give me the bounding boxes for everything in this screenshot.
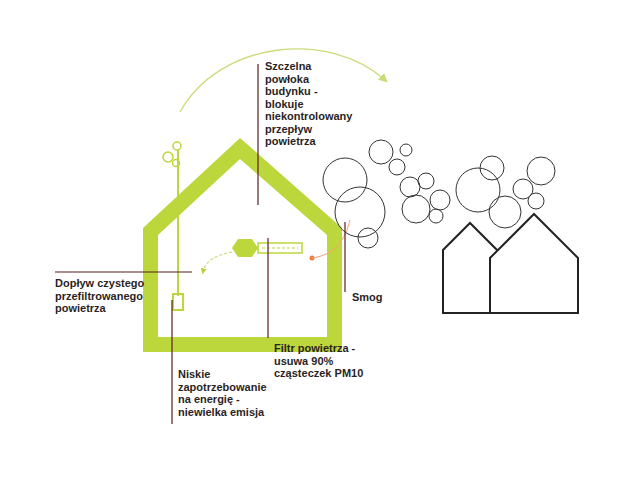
callout-label: Szczelna powłoka budynku -blokuje niekon… bbox=[265, 60, 327, 148]
emission-bubble bbox=[173, 160, 180, 167]
callout-label: Dopływ czystego przefiltrowanego powietr… bbox=[55, 277, 153, 315]
house-outline bbox=[143, 138, 342, 352]
emission-bubble bbox=[163, 152, 173, 162]
callout-label: Niskie zapotrzebowanie na energię -niewi… bbox=[178, 368, 278, 418]
air-duct bbox=[258, 243, 302, 253]
neighbour-house bbox=[443, 223, 497, 313]
neighbour-house-base bbox=[443, 312, 490, 314]
ventilation-unit bbox=[232, 239, 258, 257]
heat-unit bbox=[173, 294, 183, 310]
callout-label: Smog bbox=[352, 291, 402, 304]
neighbour-house bbox=[490, 214, 578, 313]
callout-label: Filtr powietrza -usuwa 90% cząsteczek PM… bbox=[274, 342, 374, 380]
smog-intake-line bbox=[312, 220, 350, 258]
fresh-air-arrow bbox=[203, 252, 232, 272]
exhaust-pipe bbox=[177, 150, 179, 296]
emission-bubble bbox=[173, 142, 181, 150]
